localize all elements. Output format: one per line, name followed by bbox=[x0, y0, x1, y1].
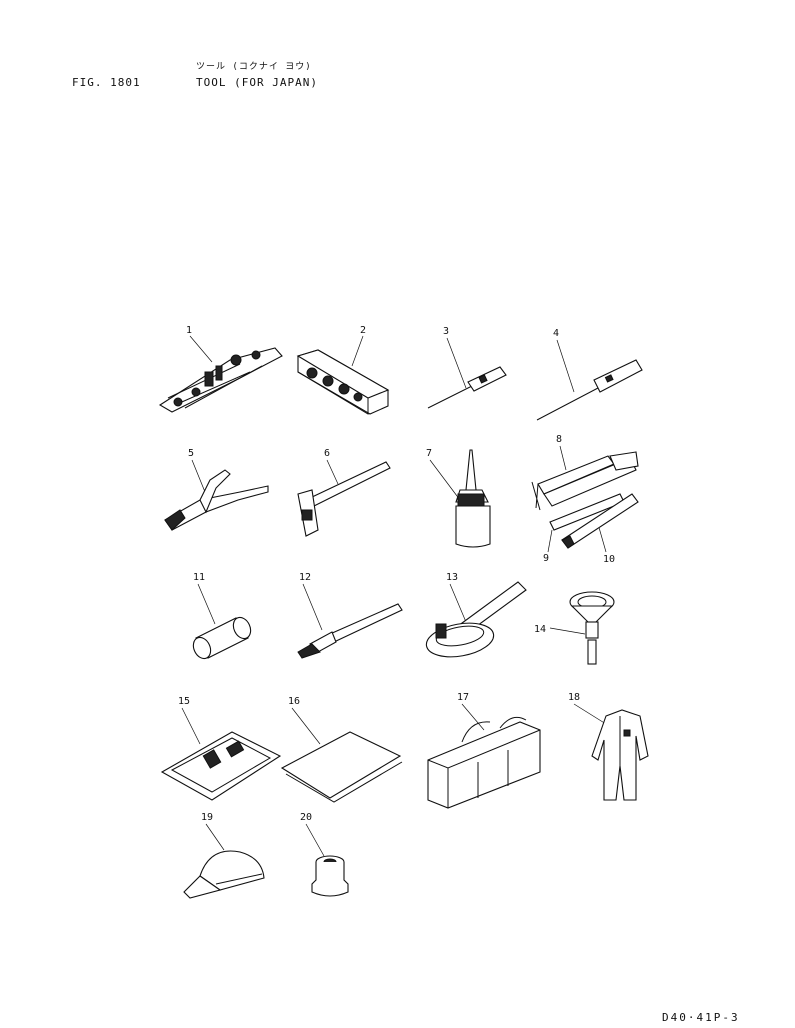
callout-11: 11 bbox=[193, 572, 205, 583]
part-1-wrench-set[interactable]: 1 bbox=[158, 325, 283, 413]
part-10-grease-extension[interactable]: 10 bbox=[561, 493, 639, 565]
figure-label: FIG. 1801 bbox=[72, 76, 141, 89]
callout-5: 5 bbox=[188, 448, 194, 459]
part-3-screwdriver[interactable]: 3 bbox=[427, 326, 507, 409]
callout-13: 13 bbox=[446, 572, 458, 583]
callout-3: 3 bbox=[443, 326, 449, 337]
callout-9: 9 bbox=[543, 553, 549, 564]
callout-18: 18 bbox=[568, 692, 580, 703]
callout-4: 4 bbox=[553, 328, 559, 339]
part-11-cap[interactable]: 11 bbox=[190, 572, 254, 661]
callout-20: 20 bbox=[300, 812, 312, 823]
title-japanese: ツール (コクナイ ヨウ) bbox=[196, 62, 312, 72]
part-15-manual-book[interactable]: 15 bbox=[160, 696, 282, 801]
part-7-oil-can[interactable]: 7 bbox=[426, 448, 491, 548]
part-5-pliers[interactable]: 5 bbox=[164, 448, 269, 531]
part-2-socket-set-box[interactable]: 2 bbox=[296, 325, 390, 415]
part-12-pry-bar[interactable]: 12 bbox=[297, 572, 403, 659]
part-20-socket[interactable]: 20 bbox=[300, 812, 349, 897]
title-english: TOOL (FOR JAPAN) bbox=[196, 76, 318, 89]
part-16-document-case[interactable]: 16 bbox=[280, 696, 403, 803]
callout-8: 8 bbox=[556, 434, 562, 445]
callout-2: 2 bbox=[360, 325, 366, 336]
callout-14: 14 bbox=[534, 624, 546, 635]
part-8-grease-gun[interactable]: 8 bbox=[531, 434, 639, 511]
part-19-cap-hat[interactable]: 19 bbox=[183, 812, 265, 899]
part-13-filter-wrench[interactable]: 13 bbox=[424, 572, 527, 662]
callout-12: 12 bbox=[299, 572, 311, 583]
callout-19: 19 bbox=[201, 812, 213, 823]
part-14-funnel[interactable]: 14 bbox=[534, 591, 615, 665]
part-4-screwdriver[interactable]: 4 bbox=[536, 328, 643, 421]
callout-6: 6 bbox=[324, 448, 330, 459]
part-6-hammer[interactable]: 6 bbox=[297, 448, 391, 537]
callout-15: 15 bbox=[178, 696, 190, 707]
document-code: D40·41P-3 bbox=[662, 1011, 740, 1024]
part-18-coverall[interactable]: 18 bbox=[568, 692, 649, 801]
callout-7: 7 bbox=[426, 448, 432, 459]
callout-1: 1 bbox=[186, 325, 192, 336]
callout-10: 10 bbox=[603, 554, 615, 565]
callout-17: 17 bbox=[457, 692, 469, 703]
part-17-tool-bag[interactable]: 17 bbox=[427, 692, 541, 809]
callout-16: 16 bbox=[288, 696, 300, 707]
